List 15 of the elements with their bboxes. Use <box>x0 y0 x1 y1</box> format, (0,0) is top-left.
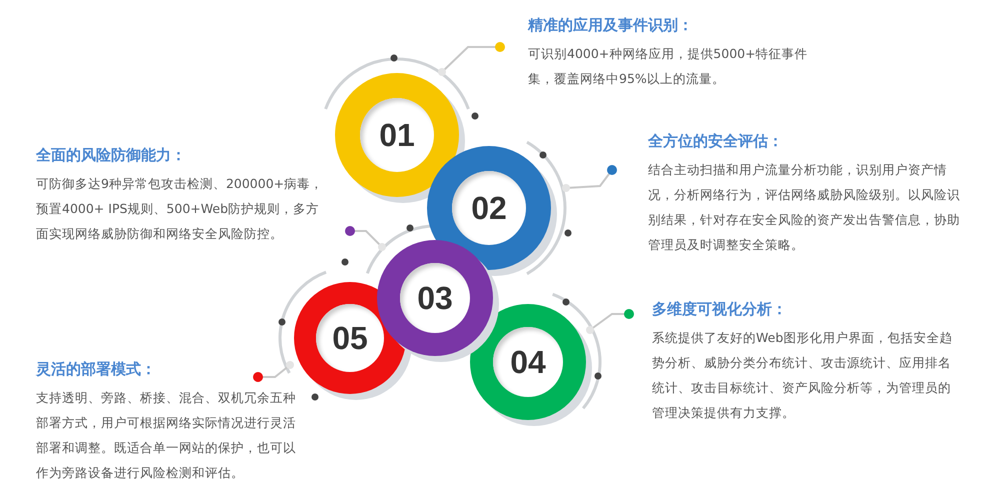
feature-heading: 全面的风险防御能力： <box>36 146 187 165</box>
step-number: 03 <box>400 263 470 333</box>
step-number: 02 <box>452 171 526 245</box>
feature-heading: 灵活的部署模式： <box>36 360 157 379</box>
feature-description: 可防御多达9种异常包攻击检测、200000+病毒，预置4000+ IPS规则、500+Web防护规则，多方面实现网络威胁防御和网络安全风险防控。 <box>36 175 324 243</box>
feature-heading: 精准的应用及事件识别： <box>528 16 694 35</box>
feature-description: 支持透明、旁路、桥接、混合、双机冗余五种部署方式，用户可根据网络实际情况进行灵活部署和调整。既适合单一网站的保护，也可以作为旁路设备进行风险检测和评估。 <box>36 389 297 482</box>
feature-description: 系统提供了友好的Web图形化用户界面，包括安全趋势分析、威胁分类分布统计、攻击源统计、应用排名统计、攻击目标统计、资产风险分析等，为管理员的管理决策提供有力支撑。 <box>652 329 954 422</box>
step-number: 01 <box>360 98 434 172</box>
step-number: 04 <box>493 327 563 397</box>
feature-heading: 多维度可视化分析： <box>652 300 788 319</box>
feature-description: 可识别4000+种网络应用，提供5000+特征事件集，覆盖网络中95%以上的流量。 <box>528 45 809 88</box>
step-number: 05 <box>316 304 384 372</box>
feature-description: 结合主动扫描和用户流量分析功能，识别用户资产情况，分析网络行为，评估网络威胁风险级别。以风险识别结果，针对存在安全风险的资产发出告警信息，协助管理员及时调整安全策略。 <box>648 161 961 254</box>
feature-heading: 全方位的安全评估： <box>648 132 784 151</box>
